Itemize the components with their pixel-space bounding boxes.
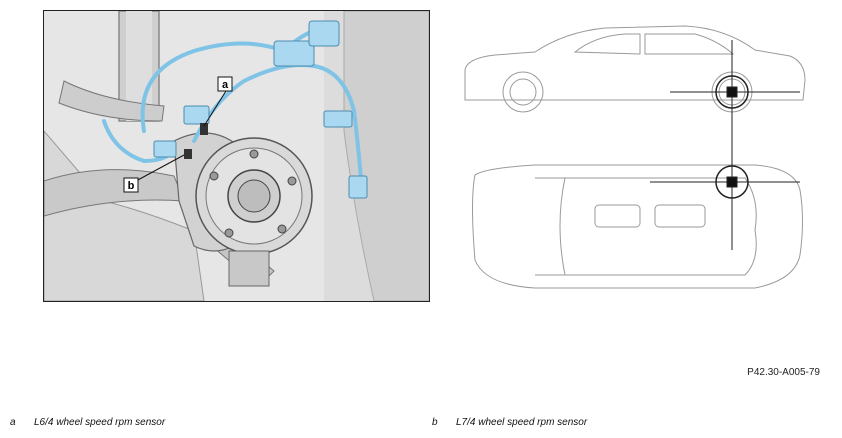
callout-a-letter: a xyxy=(222,79,229,91)
legend-key-a: a xyxy=(10,417,16,428)
legend-key-b: b xyxy=(432,417,438,428)
callout-b-letter: b xyxy=(128,180,135,192)
legend-label-a: L6/4 wheel speed rpm sensor xyxy=(34,417,166,428)
figure-reference-code: P42.30-A005-79 xyxy=(747,367,820,378)
sensor-location-markers xyxy=(650,40,800,250)
vehicle-side-view xyxy=(464,25,806,113)
vehicle-top-view xyxy=(472,164,803,289)
legend-label-b: L7/4 wheel speed rpm sensor xyxy=(456,417,588,428)
callout-a-box xyxy=(217,76,233,92)
callout-b-box xyxy=(123,177,139,193)
legend-item-a: a L6/4 wheel speed rpm sensor xyxy=(10,417,165,428)
vehicle-location-diagram xyxy=(455,10,815,300)
legend-item-b: b L7/4 wheel speed rpm sensor xyxy=(432,417,587,428)
wheel-hub-illustration: a b xyxy=(43,10,430,302)
